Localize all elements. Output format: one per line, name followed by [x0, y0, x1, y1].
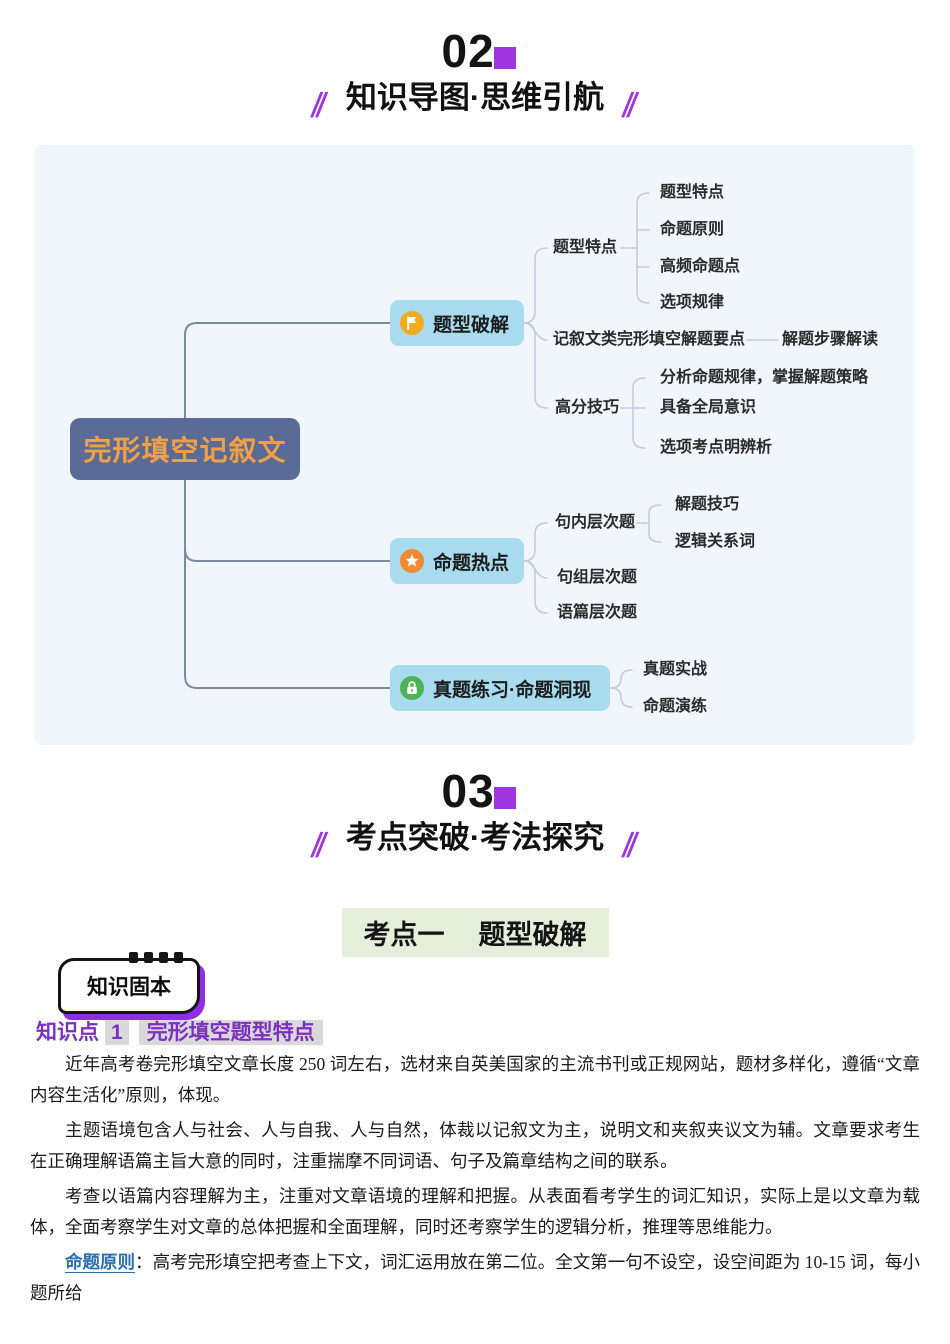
- badge-perforation-decoration: [129, 952, 183, 963]
- mindmap-branch-question-type: 题型破解: [390, 300, 524, 346]
- paragraph-3: 考查以语篇内容理解为主，注重对文章语境的理解和把握。从表面看考学生的词汇知识，实…: [30, 1186, 920, 1237]
- exam-point-title: 题型破解: [478, 920, 587, 950]
- mindmap-node: 题型特点: [553, 239, 618, 256]
- paragraph-principle: 命题原则：高考完形填空把考查上下文，词汇运用放在第二位。全文第一句不设空，设空间…: [30, 1247, 920, 1309]
- mindmap-node: 选项规律: [660, 294, 725, 311]
- mindmap-node: 具备全局意识: [660, 399, 757, 416]
- flag-icon: [400, 311, 424, 335]
- mindmap-root-node: 完形填空记叙文: [70, 418, 300, 480]
- slash-decoration-right: ∥: [618, 87, 644, 118]
- section-number-text: 03: [441, 765, 495, 817]
- mindmap-node: 语篇层次题: [557, 604, 638, 621]
- mindmap-node: 命题演练: [643, 698, 708, 715]
- slash-decoration-left: ∥: [306, 87, 332, 118]
- body-text: 近年高考卷完形填空文章长度 250 词左右，选材来自英美国家的主流书刊或正规网站…: [30, 1049, 920, 1313]
- section-title-text: 知识导图·思维引航: [345, 80, 605, 115]
- branch-label: 命题热点: [433, 552, 510, 574]
- section-number: 02: [0, 28, 950, 74]
- knowledge-base-badge: 知识固本: [58, 952, 200, 1014]
- mindmap-node: 解题步骤解读: [782, 331, 879, 348]
- lock-icon: [400, 676, 424, 700]
- mindmap-node: 句组层次题: [557, 569, 638, 586]
- slash-decoration-left: ∥: [306, 827, 332, 858]
- mindmap-node: 高频命题点: [660, 258, 741, 275]
- mindmap-branch-real-practice: 真题练习·命题洞现: [390, 665, 610, 711]
- exam-point-label: 考点一: [363, 920, 445, 950]
- purple-square-decoration: [494, 47, 517, 69]
- section-02-header: 02 ∥ 知识导图·思维引航 ∥: [0, 28, 950, 118]
- principle-colon: ：: [135, 1252, 153, 1272]
- mindmap-node: 选项考点明辨析: [660, 439, 773, 456]
- paragraph-2: 主题语境包含人与社会、人与自我、人与自然，体裁以记叙文为主，说明文和夹叙夹议文为…: [30, 1120, 920, 1171]
- branch-label: 题型破解: [433, 314, 510, 336]
- knowledge-point-number: 1: [105, 1020, 129, 1045]
- branch-label: 真题练习·命题洞现: [433, 679, 592, 701]
- mindmap-node: 记叙文类完形填空解题要点: [553, 331, 746, 348]
- section-title: 考点突破·考法探究: [329, 820, 621, 857]
- star-icon: [400, 549, 424, 573]
- mindmap-node: 句内层次题: [555, 514, 636, 531]
- exam-point-heading: 考点一 题型破解: [0, 908, 950, 957]
- section-number-text: 02: [441, 25, 495, 77]
- mindmap-node: 命题原则: [660, 221, 725, 238]
- section-number: 03: [0, 768, 950, 814]
- badge-label: 知识固本: [87, 976, 171, 999]
- mindmap-node: 真题实战: [643, 661, 708, 678]
- section-03-header: 03 ∥ 考点突破·考法探究 ∥: [0, 768, 950, 858]
- section-title-text: 考点突破·考法探究: [345, 820, 605, 855]
- paragraph-1: 近年高考卷完形填空文章长度 250 词左右，选材来自英美国家的主流书刊或正规网站…: [30, 1054, 920, 1105]
- mindmap-connectors: [184, 192, 779, 708]
- purple-square-decoration: [494, 787, 517, 809]
- principle-label: 命题原则: [65, 1252, 136, 1273]
- section-title: 知识导图·思维引航: [329, 80, 621, 117]
- mindmap-node: 分析命题规律，掌握解题策略: [660, 369, 869, 386]
- mindmap-panel: 完形填空记叙文 题型破解 命题热点 真题练习·命题洞现 题型特点 题型特点 命题…: [35, 145, 915, 745]
- knowledge-point-label: 知识点: [36, 1021, 99, 1044]
- principle-text: 高考完形填空把考查上下文，词汇运用放在第二位。全文第一句不设空，设空间距为 10…: [30, 1252, 921, 1303]
- mindmap-node: 解题技巧: [675, 496, 740, 513]
- slash-decoration-right: ∥: [618, 827, 644, 858]
- knowledge-point-heading: 知识点 1 完形填空题型特点: [36, 1019, 323, 1046]
- mindmap-branch-hot-topics: 命题热点: [390, 538, 524, 584]
- mindmap-node: 逻辑关系词: [675, 533, 756, 550]
- mindmap-node: 高分技巧: [555, 399, 620, 416]
- knowledge-point-title: 完形填空题型特点: [138, 1020, 323, 1045]
- mindmap-node: 题型特点: [660, 184, 725, 201]
